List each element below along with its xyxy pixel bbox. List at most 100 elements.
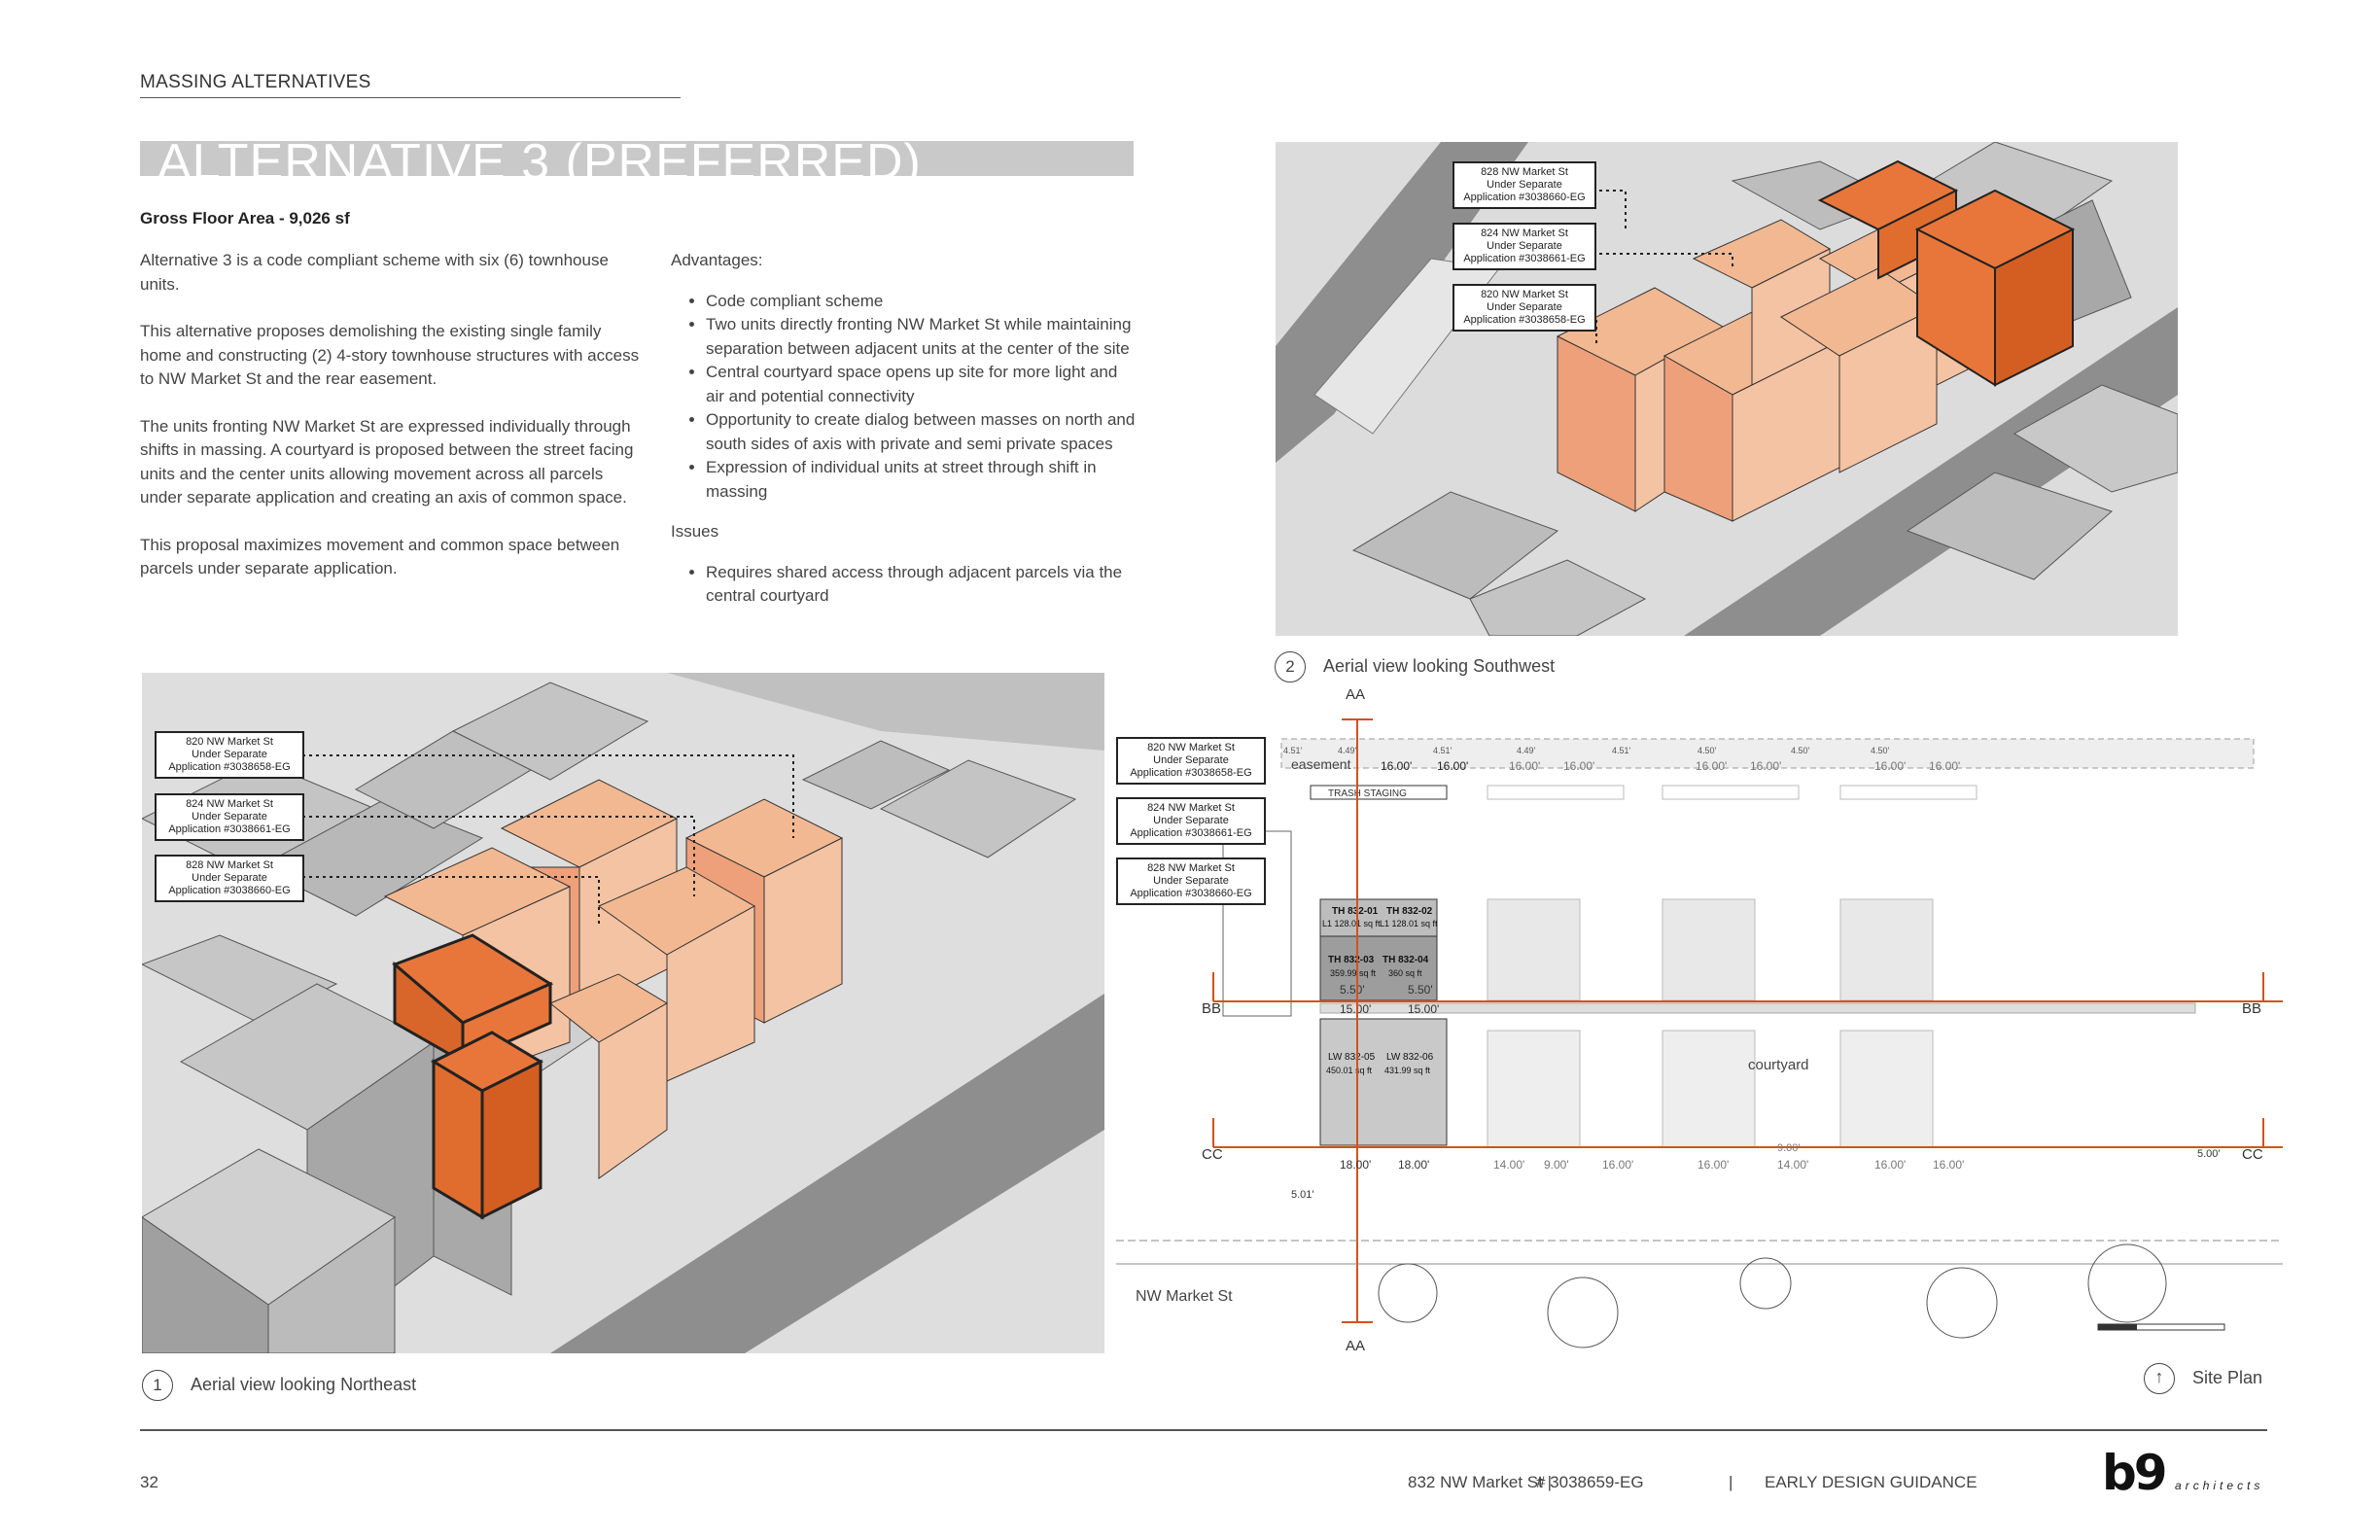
logo-mark: b9 [2102, 1445, 2168, 1501]
advantage-item: Expression of individual units at street… [706, 456, 1138, 504]
issues-list: Requires shared access through adjacent … [671, 561, 1138, 609]
note-824-siteplan: 824 NW Market St Under Separate Applicat… [1116, 797, 1266, 845]
unit-area: 431.99 sq ft [1384, 1066, 1431, 1075]
dim-top: 4.49' [1517, 746, 1536, 755]
note-824-northeast: 824 NW Market St Under Separate Applicat… [155, 793, 304, 841]
dim-unit: 16.00' [1929, 759, 1960, 773]
dim-bottom: 18.00' [1340, 1158, 1371, 1172]
dim-top: 4.51' [1433, 746, 1452, 755]
dim-misc: 5.01' [1291, 1189, 1314, 1201]
description-paragraph: Alternative 3 is a code compliant scheme… [140, 251, 609, 294]
dim-top: 4.51' [1283, 746, 1303, 755]
section-cc-right: CC [2242, 1146, 2263, 1163]
footer-separator: | [1729, 1473, 1733, 1491]
gross-floor-area: Gross Floor Area - 9,026 sf [140, 209, 350, 228]
footer-rule [140, 1429, 2267, 1431]
b9-architects-logo: b9 architects [2102, 1445, 2263, 1501]
site-plan-drawing: 4.51' 4.49' 4.51' 4.49' 4.51' 4.50' 4.50… [1116, 686, 2283, 1354]
dim-bottom: 14.00' [1493, 1158, 1524, 1172]
page-number: 32 [140, 1473, 158, 1491]
description-paragraph: The units fronting NW Market St are expr… [140, 416, 634, 508]
figure-number: 2 [1275, 651, 1306, 682]
dim-top: 4.51' [1612, 746, 1631, 755]
advantage-item: Central courtyard space opens up site fo… [706, 361, 1138, 408]
advantage-item: Opportunity to create dialog between mas… [706, 408, 1138, 456]
dim-unit: 16.00' [1437, 759, 1468, 773]
street-label: NW Market St [1136, 1288, 1233, 1305]
section-bb-left: BB [1202, 1000, 1221, 1017]
header-rule [140, 97, 681, 98]
advantages-heading: Advantages: [671, 251, 763, 269]
unit-area: 360 sq ft [1388, 968, 1422, 978]
dim-bottom: 14.00' [1777, 1158, 1808, 1172]
dim-top: 4.50' [1791, 746, 1810, 755]
dim-unit: 16.00' [1696, 759, 1727, 773]
dim-top: 4.50' [1871, 746, 1890, 755]
note-820-southwest: 820 NW Market St Under Separate Applicat… [1452, 284, 1596, 332]
unit-id: LW 832-06 [1386, 1052, 1434, 1063]
unit-id: TH 832-01 [1332, 906, 1379, 917]
figure-2-caption: 2 Aerial view looking Southwest [1275, 651, 1555, 682]
note-820-northeast: 820 NW Market St Under Separate Applicat… [155, 731, 304, 779]
footer-phase: EARLY DESIGN GUIDANCE [1765, 1473, 1978, 1491]
advantage-item: Code compliant scheme [706, 290, 1138, 314]
title-bar: ALTERNATIVE 3 (PREFERRED) [140, 141, 1134, 176]
dim-misc: 5.00' [2197, 1148, 2221, 1160]
dim-misc: 5.50' [1408, 983, 1433, 997]
dim-bottom: 16.00' [1933, 1158, 1964, 1172]
site-plan: 4.51' 4.49' 4.51' 4.49' 4.51' 4.50' 4.50… [1116, 681, 2283, 1381]
site-plan-caption-text: Site Plan [2192, 1367, 2263, 1387]
dim-misc: 5.50' [1340, 983, 1365, 997]
courtyard-label: courtyard [1748, 1057, 1809, 1073]
easement-label: easement [1291, 756, 1351, 772]
figure-number: 1 [142, 1370, 173, 1401]
unit-area: L1 128.01 sq ft [1380, 919, 1438, 928]
note-820-siteplan: 820 NW Market St Under Separate Applicat… [1116, 737, 1266, 785]
note-828-southwest: 828 NW Market St Under Separate Applicat… [1452, 161, 1596, 209]
aerial-southwest-image [1276, 142, 2178, 636]
dim-bottom: 9.00' [1544, 1158, 1569, 1172]
unit-id: LW 832-05 [1328, 1052, 1376, 1063]
unit-area: L1 128.01 sq ft [1322, 919, 1381, 928]
aerial-northeast-image [142, 673, 1104, 1353]
advantages-list: Code compliant scheme Two units directly… [671, 290, 1138, 505]
figure-caption-text: Aerial view looking Northeast [191, 1374, 417, 1394]
page-title: ALTERNATIVE 3 (PREFERRED) [158, 141, 922, 176]
dim-bottom: 18.00' [1398, 1158, 1429, 1172]
dim-misc: 9.00' [1777, 1142, 1801, 1154]
advantage-item: Two units directly fronting NW Market St… [706, 313, 1138, 361]
logo-subtitle: architects [2175, 1479, 2264, 1492]
site-plan-caption: ↑ Site Plan [2144, 1363, 2262, 1394]
aerial-southwest-drawing [1276, 142, 2178, 636]
note-828-northeast: 828 NW Market St Under Separate Applicat… [155, 855, 304, 902]
description: Alternative 3 is a code compliant scheme… [140, 249, 646, 605]
note-824-southwest: 824 NW Market St Under Separate Applicat… [1452, 223, 1596, 270]
description-paragraph: This alternative proposes demolishing th… [140, 322, 640, 388]
section-aa-bottom: AA [1346, 1338, 1365, 1354]
dim-misc: 15.00' [1408, 1002, 1439, 1016]
dim-bottom: 16.00' [1602, 1158, 1633, 1172]
issue-item: Requires shared access through adjacent … [706, 561, 1138, 609]
figure-1-caption: 1 Aerial view looking Northeast [142, 1370, 416, 1401]
massing-blocks-southwest [1556, 159, 2076, 522]
north-arrow-icon: ↑ [2144, 1363, 2175, 1394]
dim-misc: 15.00' [1340, 1002, 1371, 1016]
dim-unit: 16.00' [1750, 759, 1781, 773]
dim-unit: 16.00' [1874, 759, 1906, 773]
dim-unit: 16.00' [1563, 759, 1594, 773]
description-paragraph: This proposal maximizes movement and com… [140, 535, 620, 578]
dim-top: 4.49' [1338, 746, 1357, 755]
footer-project-number: # 3038659-EG [1536, 1473, 1644, 1491]
dim-top: 4.50' [1698, 746, 1717, 755]
issues-heading: Issues [671, 522, 719, 541]
unit-area: 450.01 sq ft [1326, 1066, 1373, 1075]
dim-unit: 16.00' [1509, 759, 1540, 773]
unit-id: TH 832-02 [1386, 906, 1433, 917]
dim-unit: 16.00' [1381, 759, 1412, 773]
section-aa-top: AA [1346, 686, 1365, 703]
unit-id: TH 832-04 [1382, 955, 1429, 965]
massing-blocks-northeast [383, 779, 844, 1220]
unit-id: TH 832-03 [1328, 955, 1375, 965]
advantages-issues: Advantages: Code compliant scheme Two un… [671, 249, 1138, 625]
figure-caption-text: Aerial view looking Southwest [1323, 655, 1556, 676]
